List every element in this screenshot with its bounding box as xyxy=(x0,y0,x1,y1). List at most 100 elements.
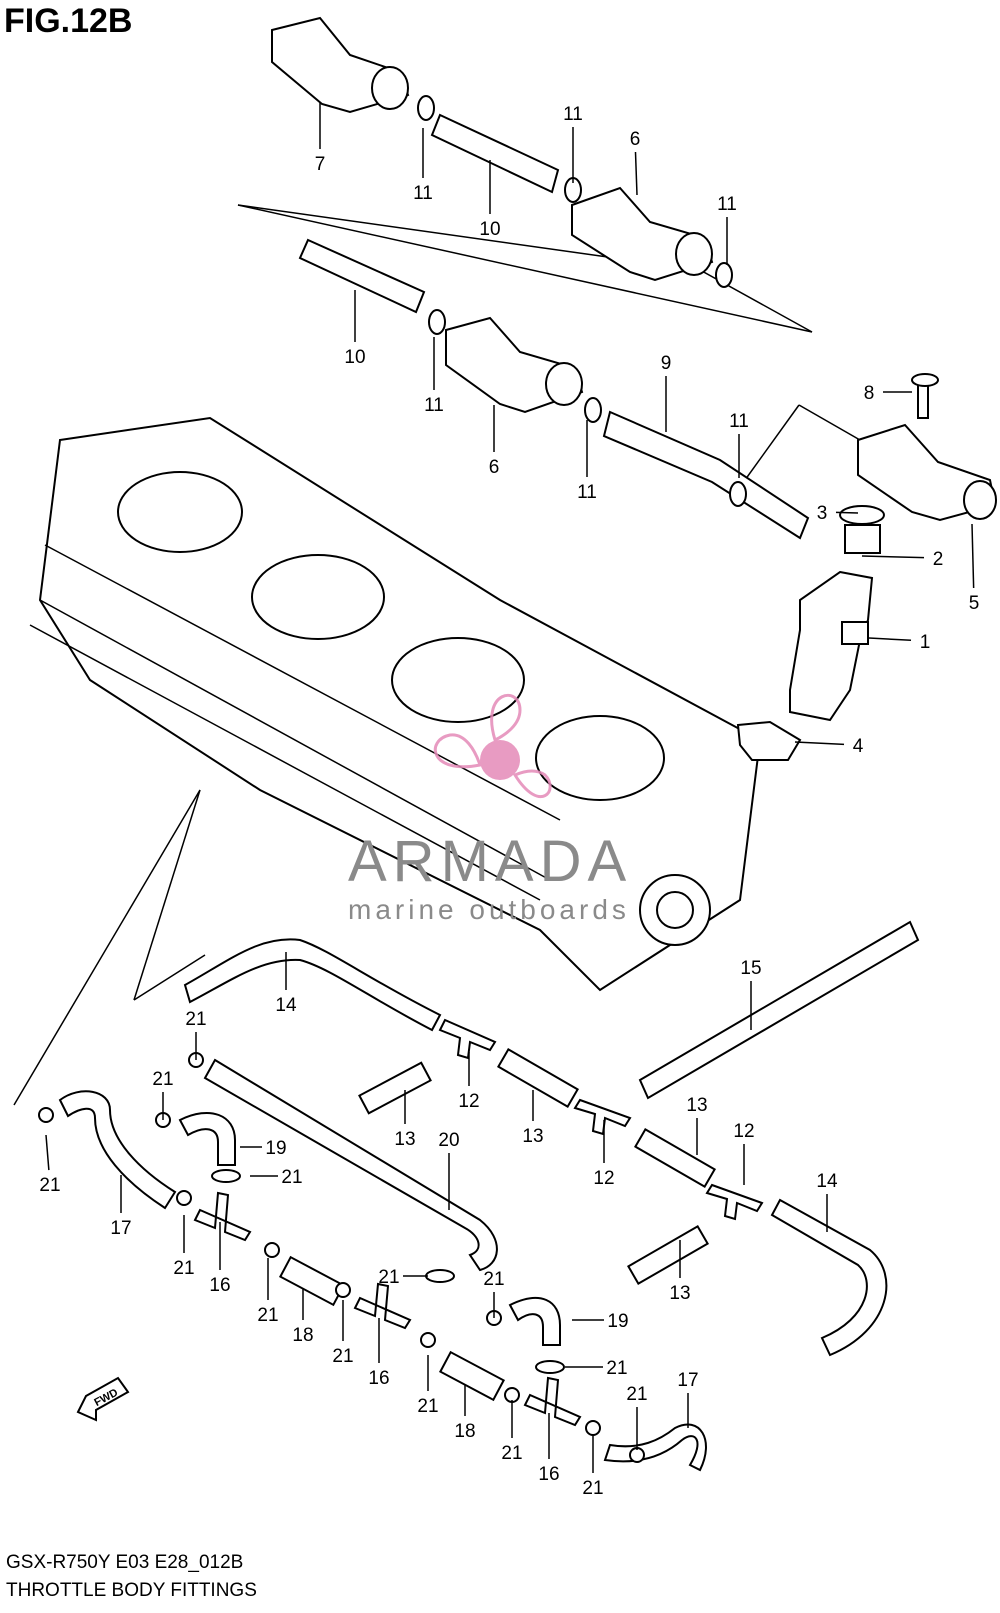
callout-label-c21l: 21 xyxy=(501,1443,522,1464)
callout-label-c3: 3 xyxy=(817,503,828,524)
callout-label-c18a: 18 xyxy=(292,1325,313,1346)
joint-16-a xyxy=(193,1191,252,1242)
callout-leader xyxy=(45,1134,50,1171)
hose-13-c xyxy=(633,1127,717,1189)
joint-16-b xyxy=(353,1282,412,1330)
callout-label-c6b: 6 xyxy=(489,457,500,478)
callout-leader xyxy=(794,741,845,746)
callout-label-c13a: 13 xyxy=(394,1129,415,1150)
callout-leader xyxy=(868,637,912,642)
callout-label-c13c: 13 xyxy=(686,1095,707,1116)
joint-12-b xyxy=(573,1098,632,1136)
callout-label-c16b: 16 xyxy=(368,1368,389,1389)
callout-label-c17b: 17 xyxy=(677,1370,698,1391)
callout-label-c16a: 16 xyxy=(209,1275,230,1296)
joint-12-a xyxy=(438,1018,497,1060)
watermark-logo xyxy=(433,693,552,798)
callout-label-c19b: 19 xyxy=(607,1311,628,1332)
fuel-pipe-10-upper xyxy=(430,113,560,194)
callout-label-c10b: 10 xyxy=(344,347,365,368)
throttle-bore-2 xyxy=(251,554,385,640)
clip xyxy=(504,1387,520,1403)
callout-label-c1: 1 xyxy=(920,632,931,653)
seal-4 xyxy=(736,720,802,761)
callout-label-c21b: 21 xyxy=(152,1069,173,1090)
hose-13-d xyxy=(626,1224,710,1286)
clip xyxy=(535,1360,565,1374)
hose-14-upper xyxy=(183,938,442,1032)
callout-label-c6a: 6 xyxy=(630,129,641,150)
callout-leader xyxy=(835,511,859,514)
o-ring-3 xyxy=(839,505,885,525)
callout-label-c21m: 21 xyxy=(626,1384,647,1405)
callout-label-c21g: 21 xyxy=(332,1346,353,1367)
hose-19-left xyxy=(178,1111,236,1166)
fwd-badge: FWD xyxy=(76,1376,130,1422)
callout-label-c10a: 10 xyxy=(479,219,500,240)
callout-label-c13b: 13 xyxy=(522,1126,543,1147)
clip xyxy=(176,1190,192,1206)
hose-20 xyxy=(203,1058,498,1272)
callout-label-c21d: 21 xyxy=(281,1167,302,1188)
clip xyxy=(425,1269,455,1283)
callout-label-c12c: 12 xyxy=(733,1121,754,1142)
callout-label-c21f: 21 xyxy=(257,1305,278,1326)
hose-14-lower xyxy=(770,1198,888,1357)
clip xyxy=(420,1332,436,1348)
hose-18-b xyxy=(438,1350,506,1402)
hose-13-b xyxy=(496,1047,580,1109)
watermark-tagline: marine outboards xyxy=(348,894,630,925)
throttle-bore-4 xyxy=(535,715,665,801)
callout-label-c17a: 17 xyxy=(110,1218,131,1239)
callout-label-c21j: 21 xyxy=(417,1396,438,1417)
fuel-injector-1 xyxy=(789,570,874,722)
clip xyxy=(629,1447,645,1463)
callout-label-c14a: 14 xyxy=(275,995,297,1016)
hose-15 xyxy=(638,920,920,1100)
callout-label-c7: 7 xyxy=(315,154,326,175)
callout-label-c12b: 12 xyxy=(593,1168,614,1189)
throttle-bore-1 xyxy=(117,471,243,553)
callout-label-c12a: 12 xyxy=(458,1091,479,1112)
callout-label-c19a: 19 xyxy=(265,1138,286,1159)
callout-leader xyxy=(971,523,975,589)
callout-label-c21a: 21 xyxy=(185,1009,206,1030)
callout-label-c2: 2 xyxy=(933,549,944,570)
hose-17-left xyxy=(58,1090,177,1210)
callout-label-c16c: 16 xyxy=(538,1464,559,1485)
callout-label-c21n: 21 xyxy=(582,1478,603,1499)
clip xyxy=(38,1107,54,1123)
callout-label-c11e: 11 xyxy=(577,482,597,503)
callout-label-c15: 15 xyxy=(740,958,761,979)
callout-label-c11b: 11 xyxy=(563,104,583,125)
callout-label-c20: 20 xyxy=(438,1130,459,1151)
callout-label-c4: 4 xyxy=(853,736,864,757)
callout-label-c9: 9 xyxy=(661,353,672,374)
callout-label-c11a: 11 xyxy=(413,183,433,204)
callout-label-c21k: 21 xyxy=(606,1358,627,1379)
model-code: GSX-R750Y E03 E28_012B xyxy=(6,1552,244,1573)
callout-leader xyxy=(634,151,638,196)
hose-18-a xyxy=(278,1255,346,1307)
joint-16-c xyxy=(523,1376,582,1427)
fuel-pipe-9 xyxy=(602,410,810,540)
callout-label-c8: 8 xyxy=(864,383,875,404)
callout-label-c21e: 21 xyxy=(173,1258,194,1279)
clip xyxy=(211,1169,241,1183)
figure-name: THROTTLE BODY FITTINGS xyxy=(6,1580,257,1601)
callout-label-c5: 5 xyxy=(969,593,980,614)
watermark-brand: ARMADA xyxy=(348,829,633,894)
throttle-body-assembly xyxy=(29,416,762,992)
callout-label-c14b: 14 xyxy=(816,1171,838,1192)
callout-label-c21i: 21 xyxy=(483,1269,504,1290)
figure-title: FIG.12B xyxy=(4,2,133,40)
hose-19-right xyxy=(508,1296,561,1346)
callout-label-c11c: 11 xyxy=(717,194,737,215)
callout-label-c18b: 18 xyxy=(454,1421,475,1442)
cushion-2 xyxy=(844,524,881,554)
fuel-rail-parts xyxy=(271,16,997,761)
hose-13-a xyxy=(358,1061,432,1115)
callout-label-c11d: 11 xyxy=(424,395,444,416)
